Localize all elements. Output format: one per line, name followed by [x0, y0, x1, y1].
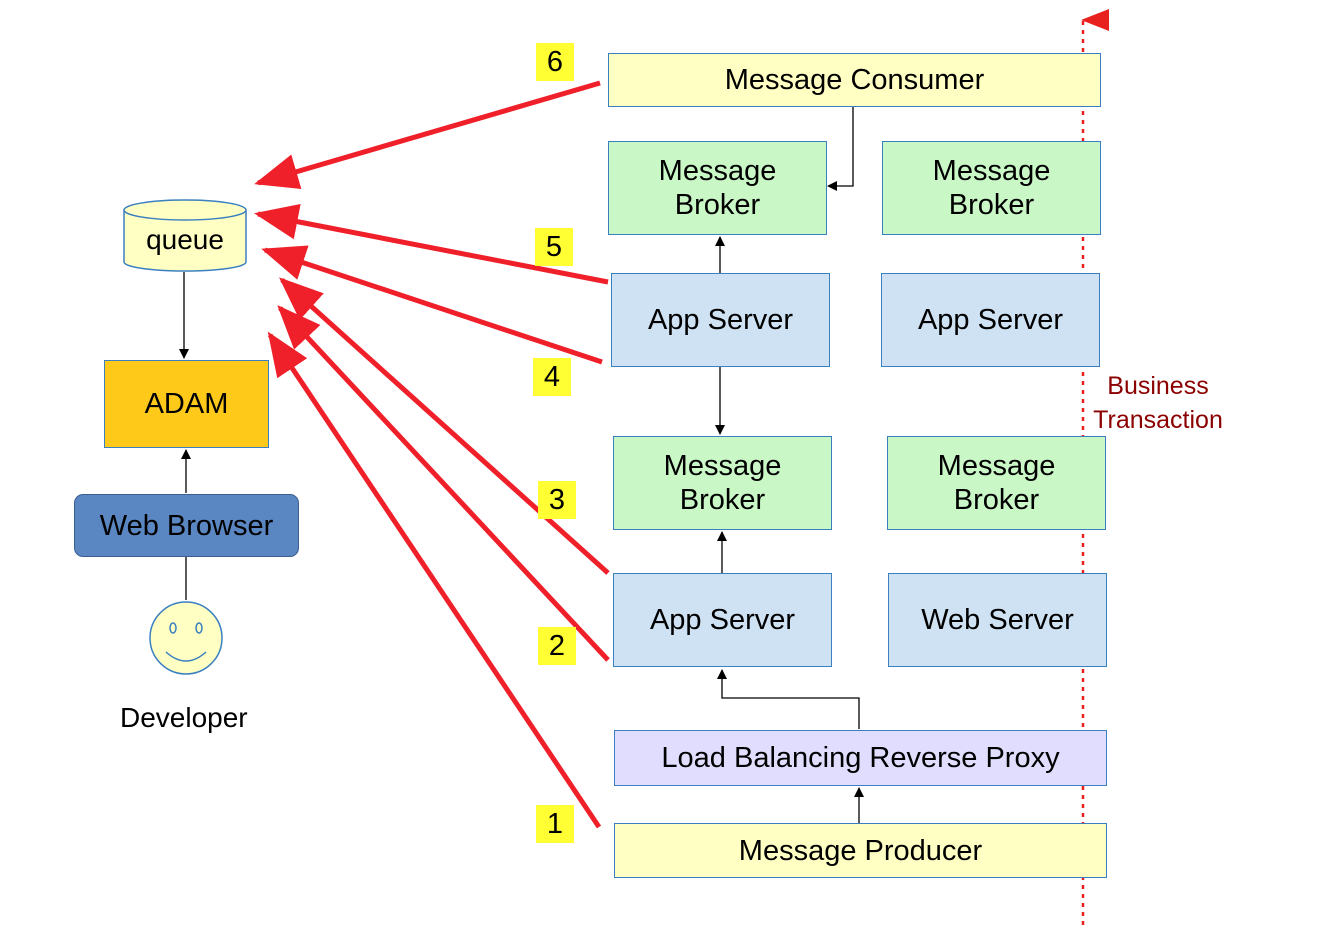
message-broker-label: Message Broker — [658, 155, 777, 221]
message-producer-box[interactable]: Message Producer — [614, 823, 1107, 878]
app-server-label: App Server — [649, 604, 796, 636]
message-broker-label: Message Broker — [937, 450, 1056, 516]
step-badge-6: 6 — [536, 43, 574, 81]
message-broker-top-right[interactable]: Message Broker — [882, 141, 1101, 235]
step-badge-3: 3 — [538, 481, 576, 519]
developer-smiley-icon — [149, 601, 223, 675]
red-arrow-1 — [267, 331, 602, 829]
message-consumer-label: Message Consumer — [724, 64, 985, 96]
app-server-top-right[interactable]: App Server — [881, 273, 1100, 367]
red-arrow-3 — [279, 277, 610, 575]
adam-label: ADAM — [144, 388, 229, 420]
red-arrow-2 — [277, 305, 610, 662]
message-broker-label: Message Broker — [932, 155, 1051, 221]
load-balancer-box[interactable]: Load Balancing Reverse Proxy — [614, 730, 1107, 786]
load-balancer-label: Load Balancing Reverse Proxy — [661, 742, 1060, 774]
adam-box[interactable]: ADAM — [104, 360, 269, 448]
red-arrow-4 — [261, 245, 603, 365]
red-arrows — [254, 80, 610, 829]
web-browser-box[interactable]: Web Browser — [74, 494, 299, 557]
step-badge-4: 4 — [533, 358, 571, 396]
web-server-label: Web Server — [921, 604, 1074, 636]
business-transaction-label: Business Transaction — [1093, 372, 1223, 434]
message-producer-label: Message Producer — [738, 834, 983, 867]
message-broker-mid-right[interactable]: Message Broker — [887, 436, 1106, 530]
message-broker-mid-left[interactable]: Message Broker — [613, 436, 832, 530]
developer-label: Developer — [120, 702, 248, 733]
app-server-top-left[interactable]: App Server — [611, 273, 830, 367]
proxy-to-app-arrow — [717, 669, 860, 729]
step-badge-2: 2 — [538, 627, 576, 665]
web-browser-label: Web Browser — [99, 509, 274, 542]
app-server-label: App Server — [647, 304, 794, 336]
app-server-label: App Server — [917, 304, 1064, 336]
step-badge-5: 5 — [535, 228, 573, 266]
black-connectors — [179, 107, 864, 823]
red-arrow-5 — [254, 203, 609, 285]
web-server-box[interactable]: Web Server — [888, 573, 1107, 667]
message-broker-top-left[interactable]: Message Broker — [608, 141, 827, 235]
queue-label: queue — [146, 224, 224, 255]
step-badge-1: 1 — [536, 805, 574, 843]
message-broker-label: Message Broker — [663, 450, 782, 516]
queue-cylinder — [123, 199, 247, 272]
message-consumer-box[interactable]: Message Consumer — [608, 53, 1101, 107]
red-arrow-6 — [254, 80, 601, 190]
consumer-to-broker-arrow — [827, 107, 854, 191]
app-server-bottom[interactable]: App Server — [613, 573, 832, 667]
